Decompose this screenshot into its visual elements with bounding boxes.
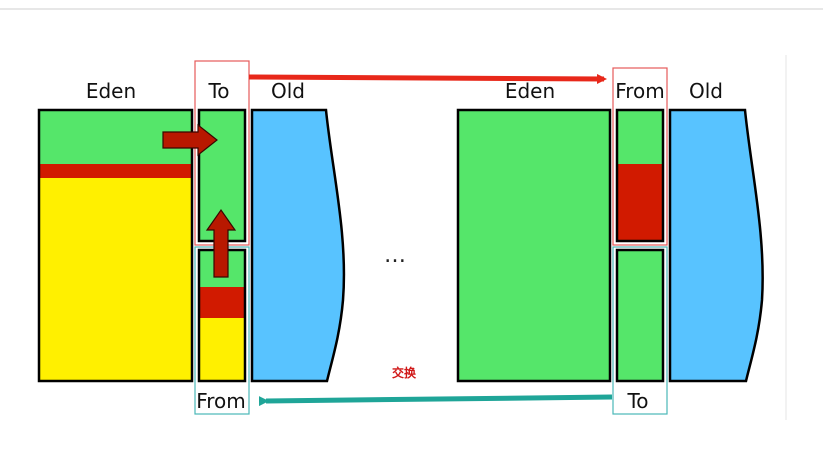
right-from-red <box>617 164 663 241</box>
left-old-label: Old <box>271 79 305 103</box>
right-heap: Eden From To Old <box>456 67 764 415</box>
from-to-survivor-arrow <box>205 208 237 278</box>
left-from-red <box>199 287 245 318</box>
from-becomes-to-arrow <box>258 394 613 407</box>
right-from-outline <box>612 67 668 246</box>
left-eden-region <box>37 108 194 383</box>
right-to-outline <box>612 246 668 415</box>
ellipsis: … <box>384 243 406 268</box>
left-from-label: From <box>196 389 246 413</box>
right-eden-region <box>456 108 612 383</box>
right-from-border <box>615 108 665 243</box>
right-to-label: To <box>626 389 648 413</box>
eden-to-survivor-arrow <box>162 123 218 157</box>
left-eden-border <box>37 108 194 383</box>
left-to-label: To <box>207 79 229 103</box>
left-eden-label: Eden <box>86 79 136 103</box>
right-old-region <box>668 108 764 383</box>
left-eden-red-band <box>39 164 192 178</box>
left-old-region <box>250 108 346 383</box>
right-from-label: From <box>615 79 665 103</box>
right-to-survivor <box>615 248 665 383</box>
left-heap: Eden To From Old <box>37 60 346 415</box>
right-from-survivor <box>615 108 665 243</box>
swap-note: 交换 <box>392 365 417 380</box>
right-old-label: Old <box>689 79 723 103</box>
right-eden-label: Eden <box>505 79 555 103</box>
to-becomes-from-arrow <box>248 73 607 84</box>
